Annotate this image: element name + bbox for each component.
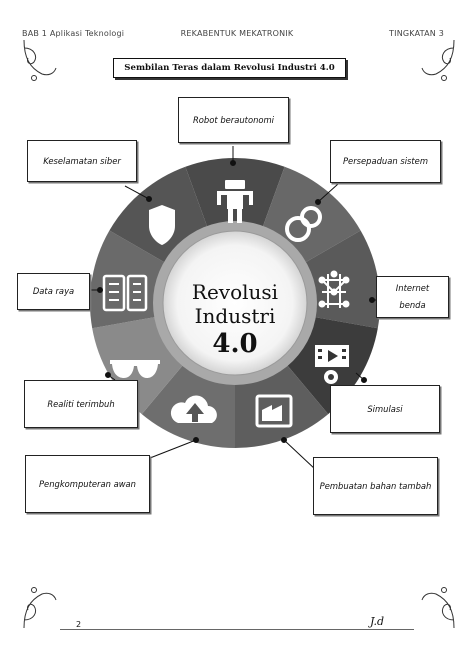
cloud-upload-icon: [170, 395, 217, 423]
label-internet-line-2: benda: [399, 300, 426, 310]
glasses-icon: [110, 360, 160, 378]
label-data-raya: Data raya: [17, 273, 90, 310]
label-internet-line-1: Internet: [395, 283, 430, 293]
bottom-rule: [60, 629, 414, 630]
label-pengkomputeran-awan: Pengkomputeran awan: [25, 455, 150, 513]
label-internet-benda: Internet benda: [376, 276, 449, 318]
page-title: Sembilan Teras dalam Revolusi Industri 4…: [124, 63, 335, 73]
corner-ornament-top-left-icon: [23, 39, 57, 81]
header-subject: REKABENTUK MEKATRONIK: [180, 29, 294, 38]
title-box: Sembilan Teras dalam Revolusi Industri 4…: [113, 58, 346, 78]
corner-ornament-top-right-icon: [421, 39, 455, 81]
header-level: TINGKATAN 3: [389, 29, 444, 38]
page-number: 2: [76, 620, 82, 629]
center-hub: [162, 230, 308, 376]
robot-icon: [217, 180, 253, 223]
factory-screen-icon: [255, 394, 293, 428]
label-robot-berautonomi: Robot berautonomi: [178, 97, 289, 143]
header-chapter: BAB 1 Aplikasi Teknologi: [22, 29, 125, 38]
corner-ornament-bottom-right-icon: [421, 587, 455, 629]
label-simulasi: Simulasi: [330, 385, 440, 433]
shield-icon: [149, 205, 175, 245]
center-line-3: 4.0: [212, 329, 257, 359]
label-persepaduan-sistem: Persepaduan sistem: [330, 140, 441, 183]
center-line-2: Industri: [195, 304, 276, 328]
signature: J.d: [370, 615, 385, 628]
label-realiti-terimbuh: Realiti terimbuh: [24, 380, 138, 428]
label-keselamatan-siber: Keselamatan siber: [27, 140, 137, 182]
network-icon: [318, 270, 350, 308]
document-stack-icon: [102, 274, 148, 312]
center-line-1: Revolusi: [192, 280, 278, 304]
corner-ornament-bottom-left-icon: [23, 587, 57, 629]
label-pembuatan-bahan-tambah: Pembuatan bahan tambah: [313, 457, 438, 515]
film-gear-icon: [315, 345, 349, 384]
connectors: [90, 146, 376, 471]
gears-icon: [285, 206, 322, 242]
